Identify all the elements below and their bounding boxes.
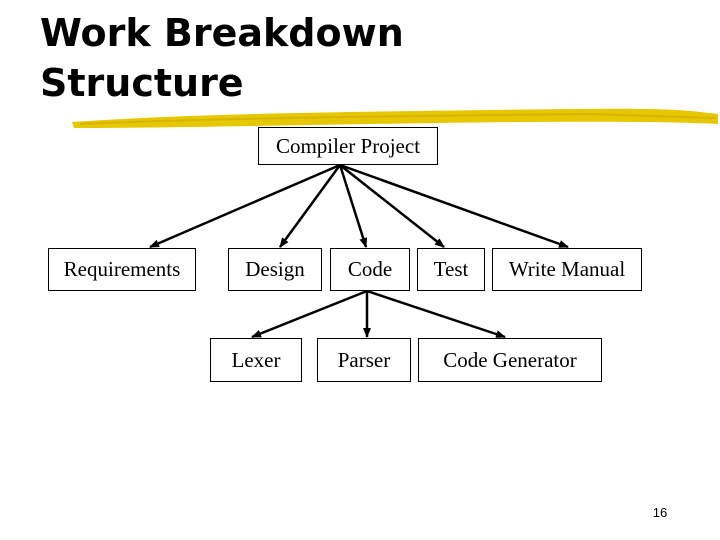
node-compiler-project: Compiler Project (258, 127, 438, 165)
node-code: Code (330, 248, 410, 291)
node-code-generator: Code Generator (418, 338, 602, 382)
edge-root-code (340, 165, 366, 247)
node-lexer: Lexer (210, 338, 302, 382)
node-write-manual: Write Manual (492, 248, 642, 291)
node-test: Test (417, 248, 485, 291)
edge-root-write-manual (340, 165, 568, 247)
node-requirements: Requirements (48, 248, 196, 291)
page-number: 16 (640, 505, 680, 520)
edge-code-lexer (252, 291, 367, 337)
edge-root-test (340, 165, 444, 247)
node-parser: Parser (317, 338, 411, 382)
node-design: Design (228, 248, 322, 291)
edge-code-generator (367, 291, 505, 337)
